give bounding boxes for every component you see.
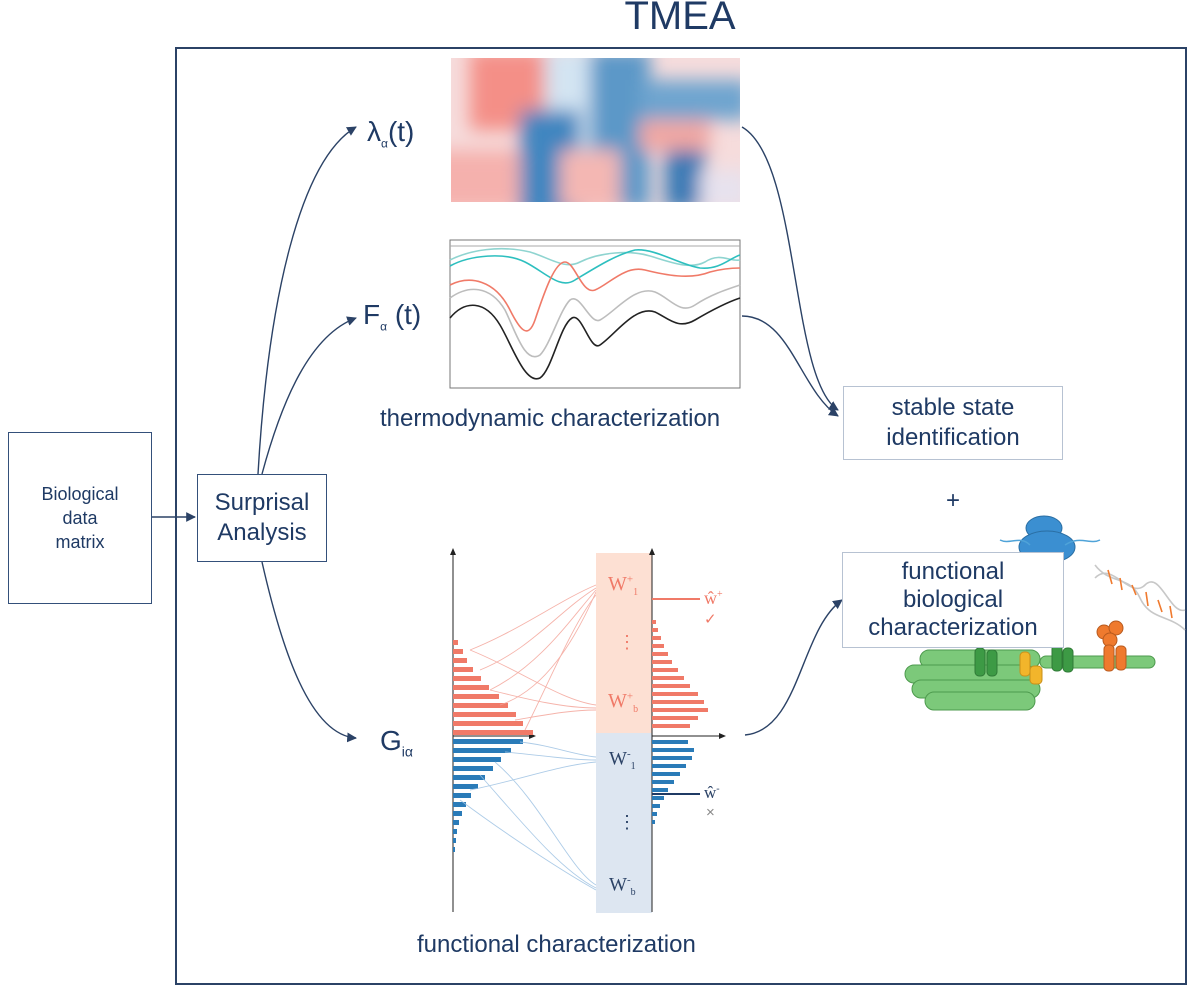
arrow-heatmap-to-stable [741, 126, 839, 411]
biological-data-matrix-box: Biological data matrix [8, 432, 152, 604]
lambda-heatmap [451, 58, 740, 202]
diagram-title: TMEA [624, 0, 736, 38]
f-label: Fα (t) [363, 299, 422, 334]
w1-minus-label: W-1 [609, 748, 636, 773]
arrow-to-f [261, 316, 357, 475]
w-hat-minus-label: ŵ- [704, 783, 720, 802]
thermodynamic-caption: thermodynamic characterization [380, 405, 721, 432]
dna-helix [1094, 564, 1186, 631]
w-hat-plus-label: ŵ+ [704, 588, 723, 608]
g-histogram [450, 548, 597, 912]
flow-arrows [152, 126, 843, 743]
f-line-chart [449, 239, 741, 389]
arrow-lines-to-stable [741, 315, 839, 417]
tmea-frame [175, 47, 1187, 985]
w1-plus-label: W+1 [608, 573, 639, 598]
arrow-to-lambda [257, 126, 357, 475]
wb-plus-label: W+b [608, 690, 639, 715]
lambda-label: λα(t) [367, 116, 415, 151]
plus-sign: + [946, 487, 961, 514]
arrow-weights-to-bio [744, 599, 843, 736]
w-histogram [649, 548, 726, 912]
surprisal-analysis-box: Surprisal Analysis [197, 474, 327, 562]
functional-biological-box: functional biological characterization [842, 552, 1064, 648]
minus-dots: ⋮ [618, 812, 636, 832]
arrow-to-g [261, 561, 357, 743]
check-icon: ✓ [704, 611, 717, 628]
wb-minus-label: W-b [609, 874, 636, 899]
weight-columns [596, 553, 652, 913]
g-label: Giα [380, 725, 413, 760]
plus-dots: ⋮ [618, 632, 636, 652]
functional-caption: functional characterization [417, 931, 696, 958]
cross-icon: × [706, 804, 715, 821]
stable-state-box: stable state identification [843, 386, 1063, 460]
